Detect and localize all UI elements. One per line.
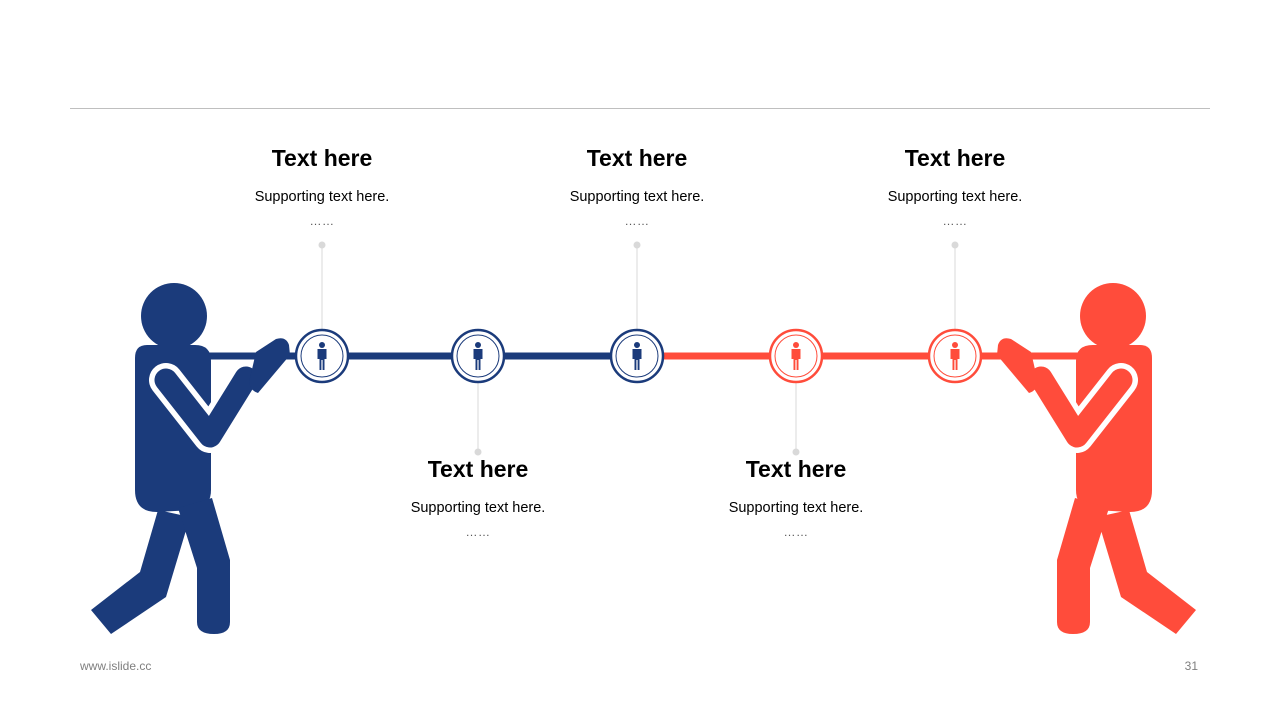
milestone-5: Text here Supporting text here. …… [845, 144, 1065, 228]
right-tug-of-war-person-icon [997, 283, 1196, 634]
milestone-2: Text here Supporting text here. …… [368, 455, 588, 539]
page-number: 31 [1185, 659, 1198, 673]
timeline-node-3 [611, 330, 663, 382]
milestone-title: Text here [686, 455, 906, 483]
milestone-title: Text here [845, 144, 1065, 172]
milestone-more: …… [368, 525, 588, 539]
timeline-node-2 [452, 330, 504, 382]
milestone-title: Text here [368, 455, 588, 483]
milestone-4: Text here Supporting text here. …… [686, 455, 906, 539]
milestone-subtitle: Supporting text here. [212, 188, 432, 206]
milestone-subtitle: Supporting text here. [845, 188, 1065, 206]
milestone-subtitle: Supporting text here. [686, 499, 906, 517]
timeline-node-1 [296, 330, 348, 382]
timeline-node-5 [929, 330, 981, 382]
connector-dot-5 [952, 242, 959, 249]
milestone-1: Text here Supporting text here. …… [212, 144, 432, 228]
left-tug-of-war-person-icon [91, 283, 290, 634]
connector-dot-3 [634, 242, 641, 249]
footer-website: www.islide.cc [80, 659, 151, 673]
milestone-more: …… [527, 214, 747, 228]
milestone-subtitle: Supporting text here. [527, 188, 747, 206]
milestone-3: Text here Supporting text here. …… [527, 144, 747, 228]
connector-dot-1 [319, 242, 326, 249]
timeline-node-4 [770, 330, 822, 382]
milestone-more: …… [212, 214, 432, 228]
milestone-more: …… [845, 214, 1065, 228]
milestone-title: Text here [527, 144, 747, 172]
milestone-title: Text here [212, 144, 432, 172]
milestone-subtitle: Supporting text here. [368, 499, 588, 517]
milestone-more: …… [686, 525, 906, 539]
